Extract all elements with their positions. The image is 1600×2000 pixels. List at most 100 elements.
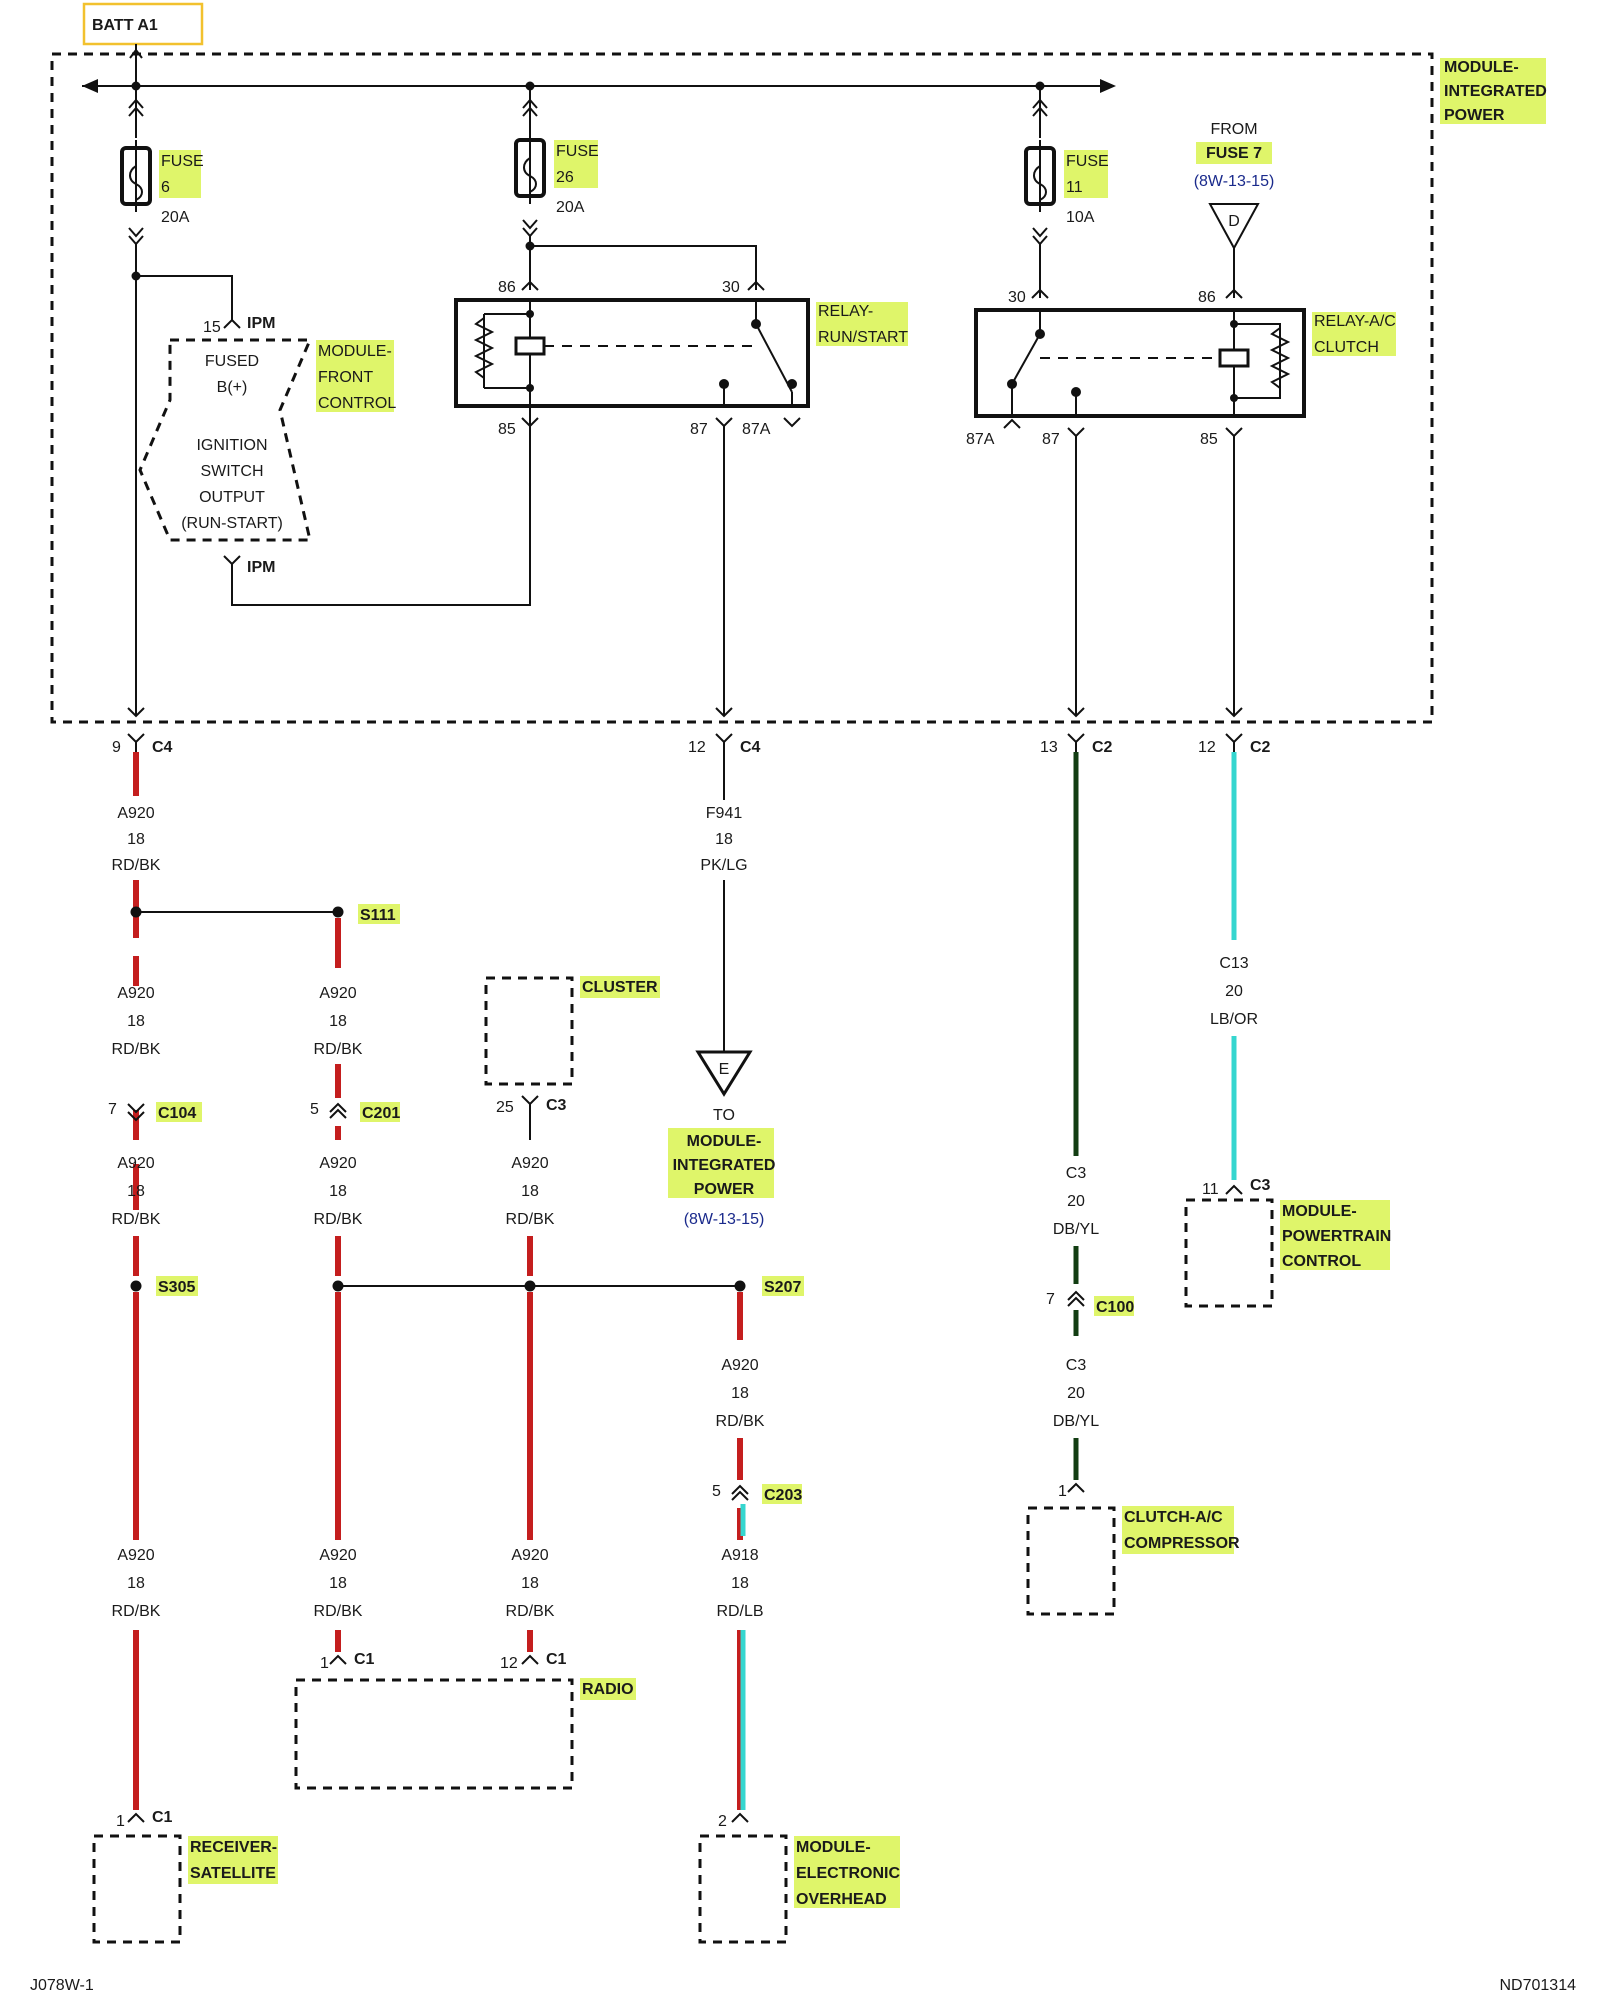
circuit-c3: C3 20 DB/YL 7 C100 C3 20 DB/YL 1 CLUTCH-… xyxy=(1026,752,1240,1616)
svg-text:FUSE: FUSE xyxy=(556,143,599,160)
svg-text:PK/LG: PK/LG xyxy=(700,857,747,874)
svg-text:MODULE-: MODULE- xyxy=(796,1839,871,1856)
circuit-a920-col1: A920 18 RD/BK A920 18 RD/BK 7 C104 A920 … xyxy=(108,752,344,1830)
circuit-c13: C13 20 LB/OR 11 C3 MODULE- POWERTRAIN CO… xyxy=(1184,752,1391,1308)
svg-text:CONTROL: CONTROL xyxy=(1282,1253,1361,1270)
svg-text:C2: C2 xyxy=(1092,739,1113,756)
svg-text:RD/LB: RD/LB xyxy=(716,1603,763,1620)
svg-text:RD/BK: RD/BK xyxy=(506,1603,555,1620)
svg-text:CONTROL: CONTROL xyxy=(318,395,396,412)
svg-text:IGNITION: IGNITION xyxy=(196,437,267,454)
svg-text:C1: C1 xyxy=(354,1651,375,1668)
svg-text:6: 6 xyxy=(161,179,170,196)
svg-text:OVERHEAD: OVERHEAD xyxy=(796,1891,887,1908)
svg-text:13: 13 xyxy=(1040,739,1058,756)
svg-text:A920: A920 xyxy=(117,985,154,1002)
svg-text:C4: C4 xyxy=(152,739,173,756)
svg-text:7: 7 xyxy=(108,1101,117,1118)
svg-text:18: 18 xyxy=(521,1183,539,1200)
svg-text:RD/BK: RD/BK xyxy=(314,1041,363,1058)
svg-text:A920: A920 xyxy=(511,1155,548,1172)
svg-text:CLUTCH-A/C: CLUTCH-A/C xyxy=(1124,1509,1223,1526)
fuse-6-downline xyxy=(127,244,241,718)
svg-text:18: 18 xyxy=(731,1575,749,1592)
svg-text:C3: C3 xyxy=(1250,1177,1271,1194)
svg-text:FUSED: FUSED xyxy=(205,353,259,370)
svg-text:FUSE: FUSE xyxy=(161,153,204,170)
fuse-11: FUSE 11 10A xyxy=(1024,86,1109,299)
batt-a1-source: BATT A1 xyxy=(82,2,204,86)
relay-ac-clutch: 30 86 87A 87 85 RELAY-A/C CLUTCH xyxy=(966,289,1396,718)
receiver-satellite: RECEIVER- SATELLITE xyxy=(92,1834,278,1944)
svg-text:18: 18 xyxy=(521,1575,539,1592)
module-front-control: 15 IPM MODULE- FRONT CONTROL FUSED B(+) … xyxy=(138,315,531,606)
svg-text:RD/BK: RD/BK xyxy=(112,1211,161,1228)
svg-text:A920: A920 xyxy=(721,1357,758,1374)
svg-text:2: 2 xyxy=(718,1813,727,1830)
svg-text:15: 15 xyxy=(203,319,221,336)
svg-text:RD/BK: RD/BK xyxy=(314,1211,363,1228)
svg-text:5: 5 xyxy=(712,1483,721,1500)
ipm-output-c2-12: 12 C2 xyxy=(1198,733,1271,756)
svg-text:RECEIVER-: RECEIVER- xyxy=(190,1839,277,1856)
svg-text:C104: C104 xyxy=(158,1105,196,1122)
svg-text:A920: A920 xyxy=(319,1155,356,1172)
svg-text:9: 9 xyxy=(112,739,121,756)
svg-text:12: 12 xyxy=(1198,739,1216,756)
svg-text:85: 85 xyxy=(1200,431,1218,448)
svg-text:7: 7 xyxy=(1046,1291,1055,1308)
svg-text:12: 12 xyxy=(500,1655,518,1672)
svg-text:MODULE-: MODULE- xyxy=(1282,1203,1357,1220)
svg-text:1: 1 xyxy=(1058,1483,1067,1500)
svg-text:87: 87 xyxy=(1042,431,1060,448)
svg-text:26: 26 xyxy=(556,169,574,186)
svg-text:ELECTRONIC: ELECTRONIC xyxy=(796,1865,900,1882)
svg-text:86: 86 xyxy=(498,279,516,296)
svg-text:S207: S207 xyxy=(764,1279,801,1296)
svg-text:C1: C1 xyxy=(546,1651,567,1668)
svg-text:RELAY-: RELAY- xyxy=(818,303,873,320)
svg-text:POWER: POWER xyxy=(694,1181,755,1198)
ipm-title: MODULE- INTEGRATED POWER xyxy=(1440,58,1547,124)
svg-text:DB/YL: DB/YL xyxy=(1053,1413,1099,1430)
svg-text:87A: 87A xyxy=(742,421,771,438)
footer-left-code: J078W-1 xyxy=(30,1977,94,1994)
svg-text:20: 20 xyxy=(1067,1385,1085,1402)
svg-text:RD/BK: RD/BK xyxy=(112,857,161,874)
svg-text:TO: TO xyxy=(713,1107,735,1124)
svg-text:RUN/START: RUN/START xyxy=(818,329,908,346)
svg-text:18: 18 xyxy=(127,1183,145,1200)
svg-text:RD/BK: RD/BK xyxy=(112,1603,161,1620)
svg-text:C4: C4 xyxy=(740,739,761,756)
radio-module: RADIO xyxy=(294,1678,636,1790)
circuit-a920-cluster: CLUSTER 25 C3 A920 18 RD/BK A920 18 RD/B… xyxy=(484,976,660,1672)
svg-text:18: 18 xyxy=(731,1385,749,1402)
svg-text:RD/BK: RD/BK xyxy=(314,1603,363,1620)
svg-text:RADIO: RADIO xyxy=(582,1681,634,1698)
svg-text:(8W-13-15): (8W-13-15) xyxy=(1194,173,1275,190)
svg-text:30: 30 xyxy=(722,279,740,296)
svg-text:SATELLITE: SATELLITE xyxy=(190,1865,276,1882)
svg-text:A920: A920 xyxy=(319,1547,356,1564)
svg-text:E: E xyxy=(719,1061,730,1078)
svg-text:A918: A918 xyxy=(721,1547,758,1564)
svg-text:POWER: POWER xyxy=(1444,107,1505,124)
svg-text:D: D xyxy=(1228,213,1240,230)
svg-text:MODULE-: MODULE- xyxy=(687,1133,762,1150)
svg-text:FRONT: FRONT xyxy=(318,369,373,386)
svg-text:SWITCH: SWITCH xyxy=(200,463,263,480)
svg-text:20: 20 xyxy=(1067,1193,1085,1210)
svg-text:C3: C3 xyxy=(1066,1357,1087,1374)
svg-text:POWERTRAIN: POWERTRAIN xyxy=(1282,1228,1391,1245)
svg-text:5: 5 xyxy=(310,1101,319,1118)
svg-text:F941: F941 xyxy=(706,805,743,822)
svg-text:INTEGRATED: INTEGRATED xyxy=(673,1157,776,1174)
circuit-f941: F941 18 PK/LG E TO MODULE- INTEGRATED PO… xyxy=(668,752,775,1228)
svg-text:30: 30 xyxy=(1008,289,1026,306)
svg-text:A920: A920 xyxy=(117,1155,154,1172)
svg-text:A920: A920 xyxy=(511,1547,548,1564)
svg-text:12: 12 xyxy=(688,739,706,756)
svg-text:20A: 20A xyxy=(556,199,585,216)
svg-text:IPM: IPM xyxy=(247,315,275,332)
